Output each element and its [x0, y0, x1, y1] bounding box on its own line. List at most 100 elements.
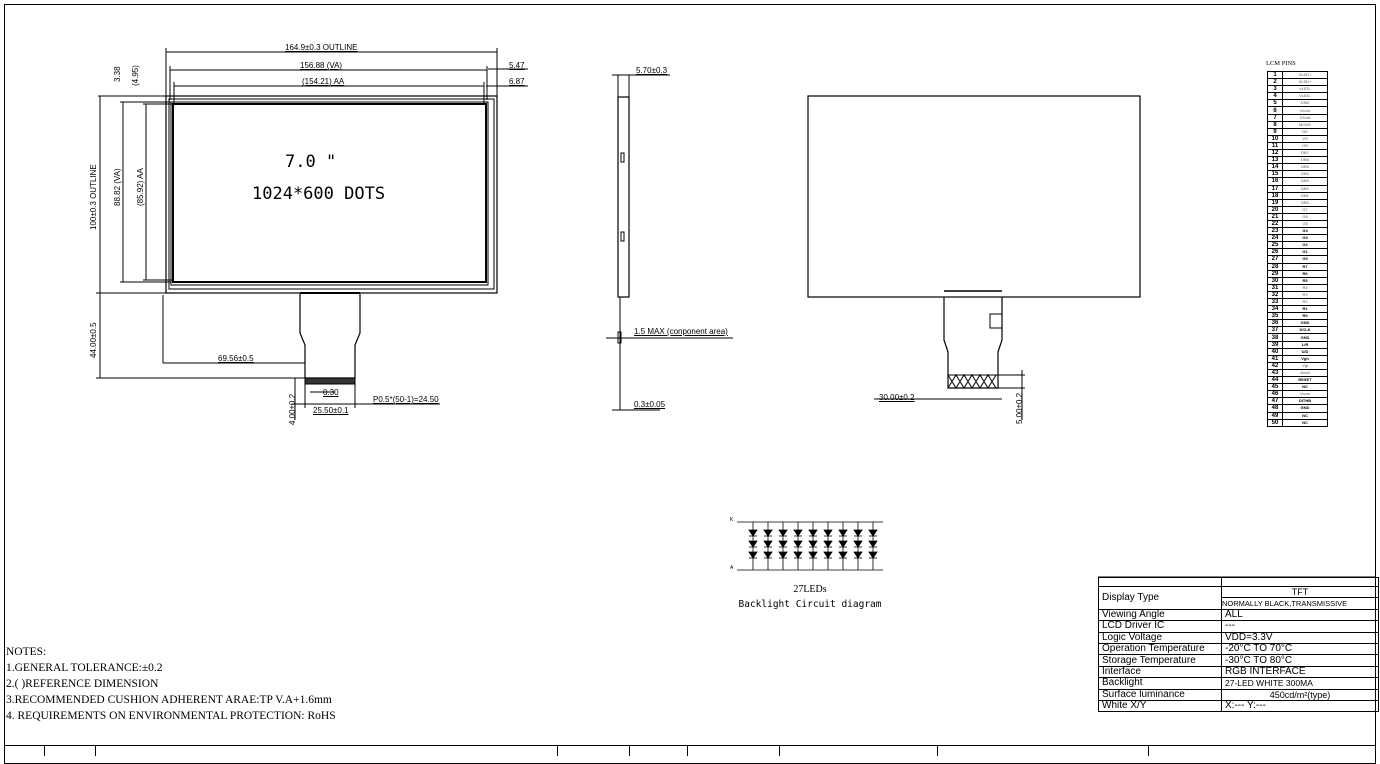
pin-signal: R7	[1282, 262, 1328, 271]
spec-value: 27-LED WHITE 300MA	[1221, 677, 1379, 690]
pin-number: 49	[1267, 411, 1283, 420]
dim-aa-width: (154.21) AA	[302, 77, 345, 86]
dim-fpc-30: 30.00±0.2	[879, 393, 915, 402]
pin-number: 1	[1267, 70, 1283, 80]
note-2: 2.( )REFERENCE DIMENSION	[6, 678, 159, 690]
pin-signal: Vgh	[1282, 354, 1328, 363]
pin-signal: R4	[1282, 283, 1328, 292]
spec-display-type-2: NORMALLY BLACK,TRANSMISSIVE	[1221, 597, 1379, 610]
pin-signal: R6	[1282, 269, 1328, 278]
pin-number: 27	[1267, 255, 1283, 264]
spec-value: 450cd/m²(type)	[1221, 688, 1379, 701]
pin-number: 36	[1267, 319, 1283, 328]
pin-number: 2	[1267, 78, 1283, 87]
dim-va-width: 156.88 (VA)	[300, 61, 343, 70]
pin-number: 7	[1267, 113, 1283, 122]
pin-signal: Vcom	[1282, 106, 1328, 115]
pin-signal: DB6	[1282, 156, 1328, 165]
pin-signal: R5	[1282, 276, 1328, 285]
pins-title: LCM PINS	[1266, 60, 1296, 67]
dim-547: 5.47	[509, 61, 525, 70]
pin-number: 30	[1267, 276, 1283, 285]
pin-signal: MODE	[1282, 120, 1328, 129]
note-3: 3.RECOMMENDED CUSHION ADHERENT ARAE:TP V…	[6, 694, 332, 706]
dim-pitch: P0.5*(50-1)=24.50	[373, 395, 439, 404]
spec-value: ALL	[1221, 608, 1379, 622]
spec-key: White X/Y	[1098, 699, 1222, 713]
pin-signal: R2	[1282, 297, 1328, 307]
pin-number: 23	[1267, 227, 1283, 236]
pin-signal: DITHB	[1282, 397, 1328, 406]
pin-number: 28	[1267, 262, 1283, 271]
pin-number: 39	[1267, 340, 1283, 349]
spec-key: Surface luminance	[1098, 688, 1222, 701]
pin-number: 47	[1267, 397, 1283, 406]
dim-pin-width: 0.30	[323, 388, 339, 397]
pin-signal: R0	[1282, 312, 1328, 321]
dim-fpc-thickness: 0.3±0.05	[634, 400, 666, 409]
pin-signal: DB4	[1282, 170, 1328, 179]
side-view-outline	[606, 74, 733, 411]
pin-number: 46	[1267, 390, 1283, 399]
spec-display-type-1: TFT	[1221, 585, 1379, 599]
front-view-outline	[96, 48, 528, 420]
pin-number: 20	[1267, 205, 1283, 214]
pin-number: 25	[1267, 241, 1283, 250]
backlight-circuit	[737, 521, 883, 571]
spec-key: Backlight	[1098, 677, 1222, 690]
pin-signal: NC	[1282, 383, 1328, 392]
pin-number: 34	[1267, 305, 1283, 314]
pin-signal: DE	[1282, 127, 1328, 136]
pin-signal: R1	[1282, 305, 1328, 314]
pin-number: 22	[1267, 219, 1283, 229]
pin-number: 17	[1267, 184, 1283, 193]
pin-number: 12	[1267, 149, 1283, 158]
pin-number: 18	[1267, 191, 1283, 200]
pin-number: 50	[1267, 418, 1283, 427]
pin-signal: U/D	[1282, 347, 1328, 356]
pin-number: 11	[1267, 141, 1283, 151]
dim-aa-height: (85.92) AA	[136, 168, 145, 206]
notes-title: NOTES:	[6, 646, 47, 658]
pin-signal: L/R	[1282, 340, 1328, 349]
dim-338: 3.38	[113, 66, 122, 82]
pin-signal: VLED-	[1282, 85, 1328, 94]
pin-signal: DB0	[1282, 198, 1328, 207]
dim-687: 6.87	[509, 77, 525, 86]
dim-outline-width: 164.9±0.3 OUTLINE	[285, 43, 358, 52]
pin-signal: DB2	[1282, 184, 1328, 193]
pin-signal: GND	[1282, 319, 1328, 328]
backlight-caption: Backlight Circuit diagram	[738, 599, 882, 610]
spec-value: -30°C TO 80°C	[1221, 654, 1379, 667]
pin-number: 24	[1267, 234, 1283, 243]
spec-value: -20°C TO 70°C	[1221, 642, 1379, 656]
pin-number: 48	[1267, 404, 1283, 413]
spec-key: LCD Driver IC	[1098, 620, 1222, 633]
dim-fpc-offset: 69.56±0.5	[218, 354, 254, 363]
